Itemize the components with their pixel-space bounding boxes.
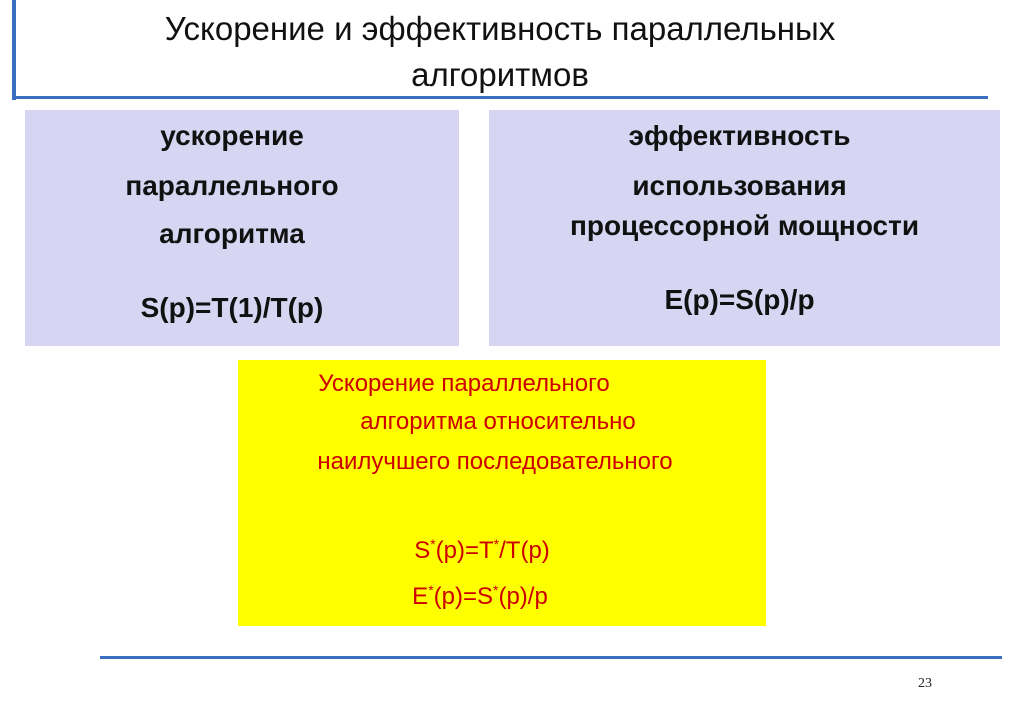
formula-t-star: * <box>493 536 500 552</box>
formula-p-eq-t: (p)=T <box>435 537 494 564</box>
title-line-1: Ускорение и эффективность параллельных <box>164 10 836 47</box>
left-vertical-rule <box>12 0 16 100</box>
formula-div-tp: /T(p) <box>499 537 550 564</box>
formula-e-star: * <box>428 582 434 598</box>
page-number: 23 <box>918 676 932 691</box>
formula-s-star-2: * <box>493 582 499 598</box>
title-line-2: алгоритмов <box>411 56 589 93</box>
slide-title: Ускорение и эффективность параллельных а… <box>60 6 940 98</box>
relative-efficiency-formula: E*(p)=S*(p)/p <box>216 582 744 611</box>
formula-e: E <box>412 583 429 610</box>
efficiency-panel: эффективность использования процессорной… <box>489 110 1000 346</box>
formula-p-eq-s: (p)=S <box>433 583 493 610</box>
footer-rule <box>100 656 1002 659</box>
speedup-panel: ускорение параллельного алгоритма S(p)=T… <box>25 110 459 346</box>
speedup-line-2: параллельного <box>125 170 339 201</box>
relative-line-2: алгоритма относительно <box>360 408 636 435</box>
relative-line-1: Ускорение параллельного <box>318 370 610 397</box>
speedup-line-1: ускорение <box>160 120 304 151</box>
formula-s-star: * <box>430 536 436 552</box>
relative-speedup-formula: S*(p)=T*/T(p) <box>218 536 746 565</box>
relative-line-3: наилучшего последовательного <box>317 448 673 475</box>
efficiency-line-1: эффективность <box>628 120 851 151</box>
formula-s: S <box>414 537 431 564</box>
speedup-formula: S(p)=T(1)/T(p) <box>140 292 324 323</box>
efficiency-line-3: процессорной мощности <box>569 210 920 241</box>
speedup-line-3: алгоритма <box>159 218 305 249</box>
formula-div-p: (p)/p <box>498 583 548 610</box>
title-underline <box>12 96 988 99</box>
efficiency-formula: E(p)=S(p)/p <box>664 284 815 315</box>
relative-speedup-box: Ускорение параллельного алгоритма относи… <box>238 360 766 626</box>
efficiency-line-2: использования <box>632 170 847 201</box>
